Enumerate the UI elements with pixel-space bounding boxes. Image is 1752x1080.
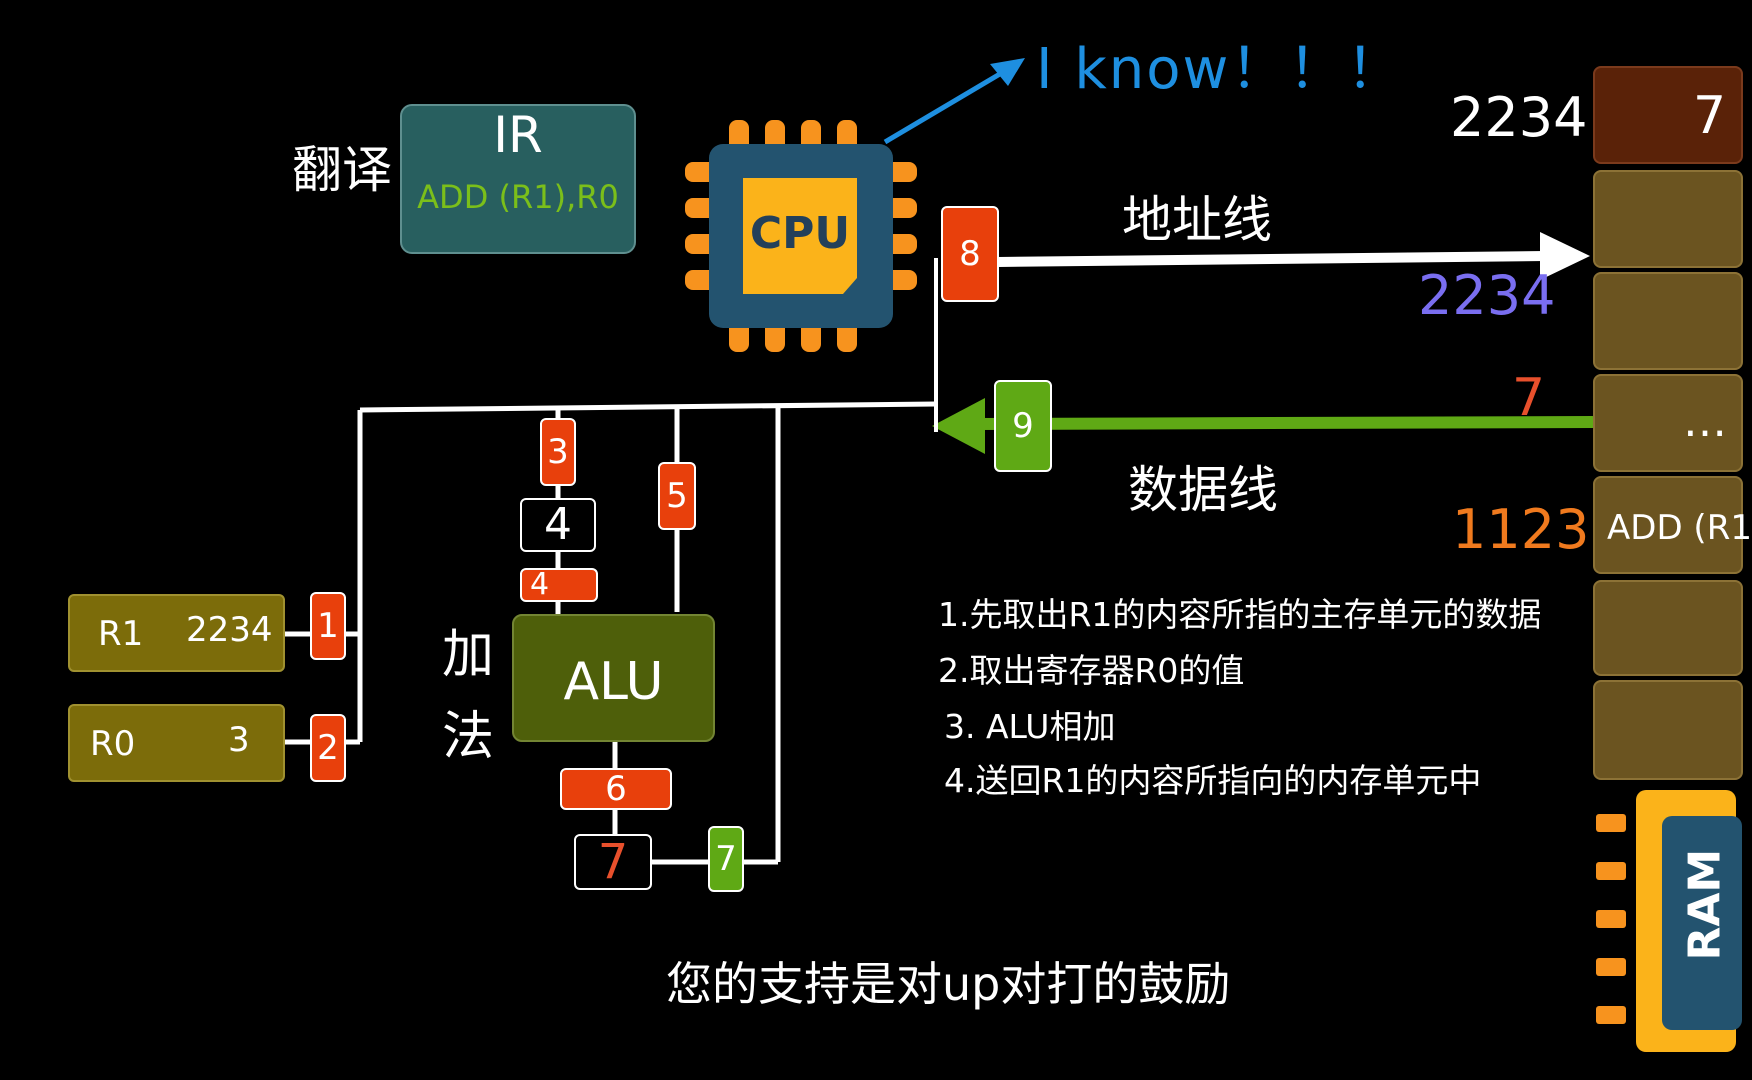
video-subtitle: 您的支持是对up对打的鼓励	[666, 957, 1231, 1011]
register-r1: R1 2234	[68, 594, 285, 672]
memory-cell-5	[1593, 580, 1743, 676]
register-r0-value: 3	[228, 720, 250, 760]
alu-side-label-1: 加	[442, 625, 495, 685]
memory-cell-2	[1593, 272, 1743, 370]
cpu-label: CPU	[749, 208, 851, 259]
memory-cell-4-content: ADD (R1	[1607, 508, 1752, 548]
flow-tag-3: 3	[540, 418, 576, 486]
address-bus-value: 2234	[1418, 264, 1556, 327]
register-r0-tag: 2	[310, 714, 346, 782]
memory-cell-3: …	[1593, 374, 1743, 472]
memory-cell-3-content: …	[1683, 396, 1727, 447]
data-bus-tag: 9	[994, 380, 1052, 472]
step-2: 2.取出寄存器R0的值	[938, 651, 1245, 690]
ir-side-label: 翻译	[292, 141, 392, 199]
alu-label: ALU	[563, 652, 664, 712]
i-know-text: I know！！！	[1036, 37, 1405, 102]
ram-chip: RAM	[1596, 790, 1742, 1060]
flow-tag-5: 5	[658, 462, 696, 530]
ir-instruction: ADD (R1),R0	[417, 178, 619, 216]
ram-label: RAM	[1679, 848, 1731, 961]
register-r1-tag: 1	[310, 592, 346, 660]
cpu-chip: CPU	[685, 120, 917, 352]
flow-tag-4: 4	[520, 568, 598, 602]
memory-cell-0-content: 7	[1693, 86, 1727, 146]
flow-tag-7: 7	[708, 826, 744, 892]
flow-tag-6: 6	[560, 768, 672, 810]
step-1: 1.先取出R1的内容所指的主存单元的数据	[938, 595, 1542, 634]
data-bus-value: 7	[1512, 368, 1546, 428]
ir-label: IR	[493, 106, 543, 164]
register-r0: R0 3	[68, 704, 285, 782]
memory-address-4: 1123	[1452, 498, 1590, 561]
address-bus-tag: 8	[941, 206, 999, 302]
register-r1-value: 2234	[186, 610, 273, 650]
memory-cell-4: ADD (R1	[1593, 476, 1752, 574]
ir-register: IR ADD (R1),R0	[400, 104, 636, 254]
memory-cell-1	[1593, 170, 1743, 268]
operand-box-4: 4	[520, 498, 596, 552]
cpu-chip-icon	[685, 120, 917, 352]
memory-address-0: 2234	[1450, 86, 1588, 149]
step-3: 3. ALU相加	[944, 707, 1116, 746]
alu-side-label-2: 法	[442, 707, 495, 767]
memory-cell-0: 7	[1593, 66, 1743, 164]
memory-cell-6	[1593, 680, 1743, 780]
register-r1-name: R1	[98, 614, 144, 654]
result-box-7: 7	[574, 834, 652, 890]
step-4: 4.送回R1的内容所指向的内存单元中	[944, 761, 1482, 800]
data-bus-label: 数据线	[1128, 461, 1278, 519]
address-bus-label: 地址线	[1122, 191, 1272, 249]
register-r0-name: R0	[90, 724, 136, 764]
ram-chip-icon	[1596, 790, 1742, 1052]
alu-unit: ALU	[512, 614, 715, 742]
